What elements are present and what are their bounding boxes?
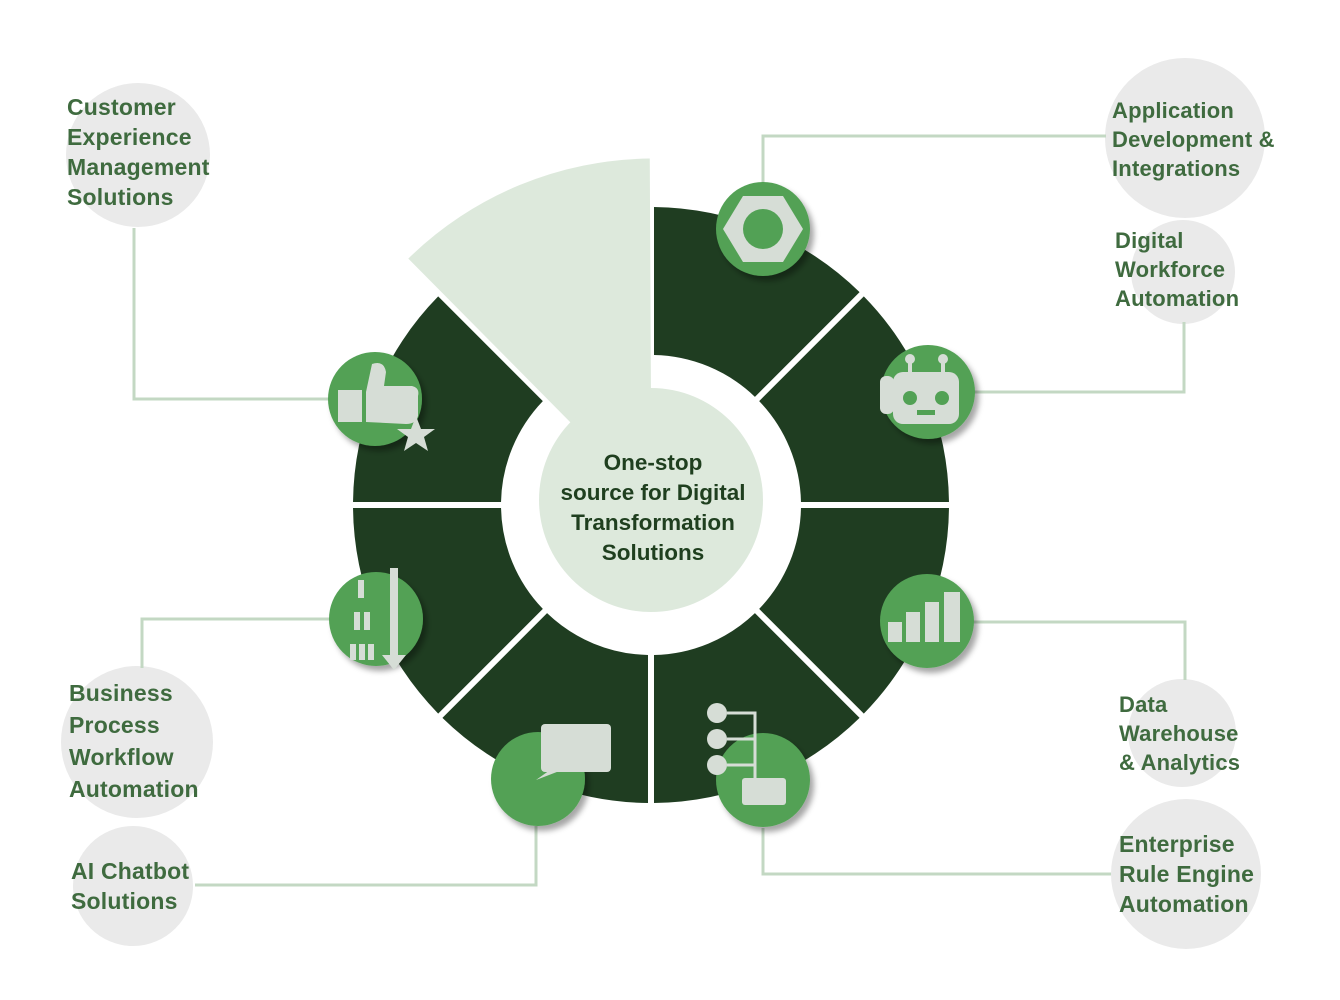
connector-digital-workforce (972, 322, 1186, 394)
connector-customer-experience (132, 228, 330, 401)
center-disc (539, 388, 763, 612)
thumbs-up-star-icon (338, 363, 435, 451)
bubble-customer-experience (66, 83, 210, 227)
label-business-process: Business Process Workflow Automation (69, 680, 199, 802)
bubble-digital-workforce (1131, 220, 1235, 324)
ring-segment-4 (653, 613, 860, 803)
connector-lines (132, 134, 1187, 887)
flow-tree-icon (707, 703, 786, 805)
bubble-data-warehouse (1128, 679, 1236, 787)
label-customer-experience: Customer Experience Management Solutions (67, 94, 210, 210)
bar-chart-icon (888, 592, 960, 642)
robot-icon (880, 354, 959, 424)
bubble-business-process (61, 666, 213, 818)
label-data-warehouse: Data Warehouse & Analytics (1119, 692, 1241, 775)
label-ai-chatbot: AI Chatbot Solutions (71, 858, 190, 914)
ring-segment-3 (759, 507, 949, 714)
connector-rule-engine (761, 828, 1111, 876)
connector-data-warehouse (970, 620, 1187, 680)
ring-segment-highlight (408, 158, 651, 424)
ring-segments (353, 158, 949, 803)
label-digital-workforce: Digital Workforce Automation (1115, 228, 1240, 311)
label-rule-engine: Enterprise Rule Engine Automation (1119, 831, 1255, 917)
label-bubbles (61, 58, 1265, 949)
sort-descending-icon (350, 568, 406, 670)
label-application-development: Application Development & Integrations (1112, 98, 1275, 181)
chat-bubble-icon (536, 724, 611, 780)
bubble-ai-chatbot (73, 826, 193, 946)
bubble-application-development (1105, 58, 1265, 218)
connector-application-development (761, 134, 1106, 190)
ring-segment-6 (353, 507, 543, 714)
ring-segment-2 (759, 296, 949, 503)
connector-business-process (140, 617, 330, 668)
circle-sort (329, 572, 423, 666)
hex-nut-icon (723, 196, 803, 262)
ring-segment-7 (353, 296, 543, 503)
bubble-rule-engine (1111, 799, 1261, 949)
center-title: One-stop source for Digital Transformati… (560, 450, 746, 565)
connector-ai-chatbot (195, 826, 538, 887)
ring-segment-1 (653, 207, 860, 397)
